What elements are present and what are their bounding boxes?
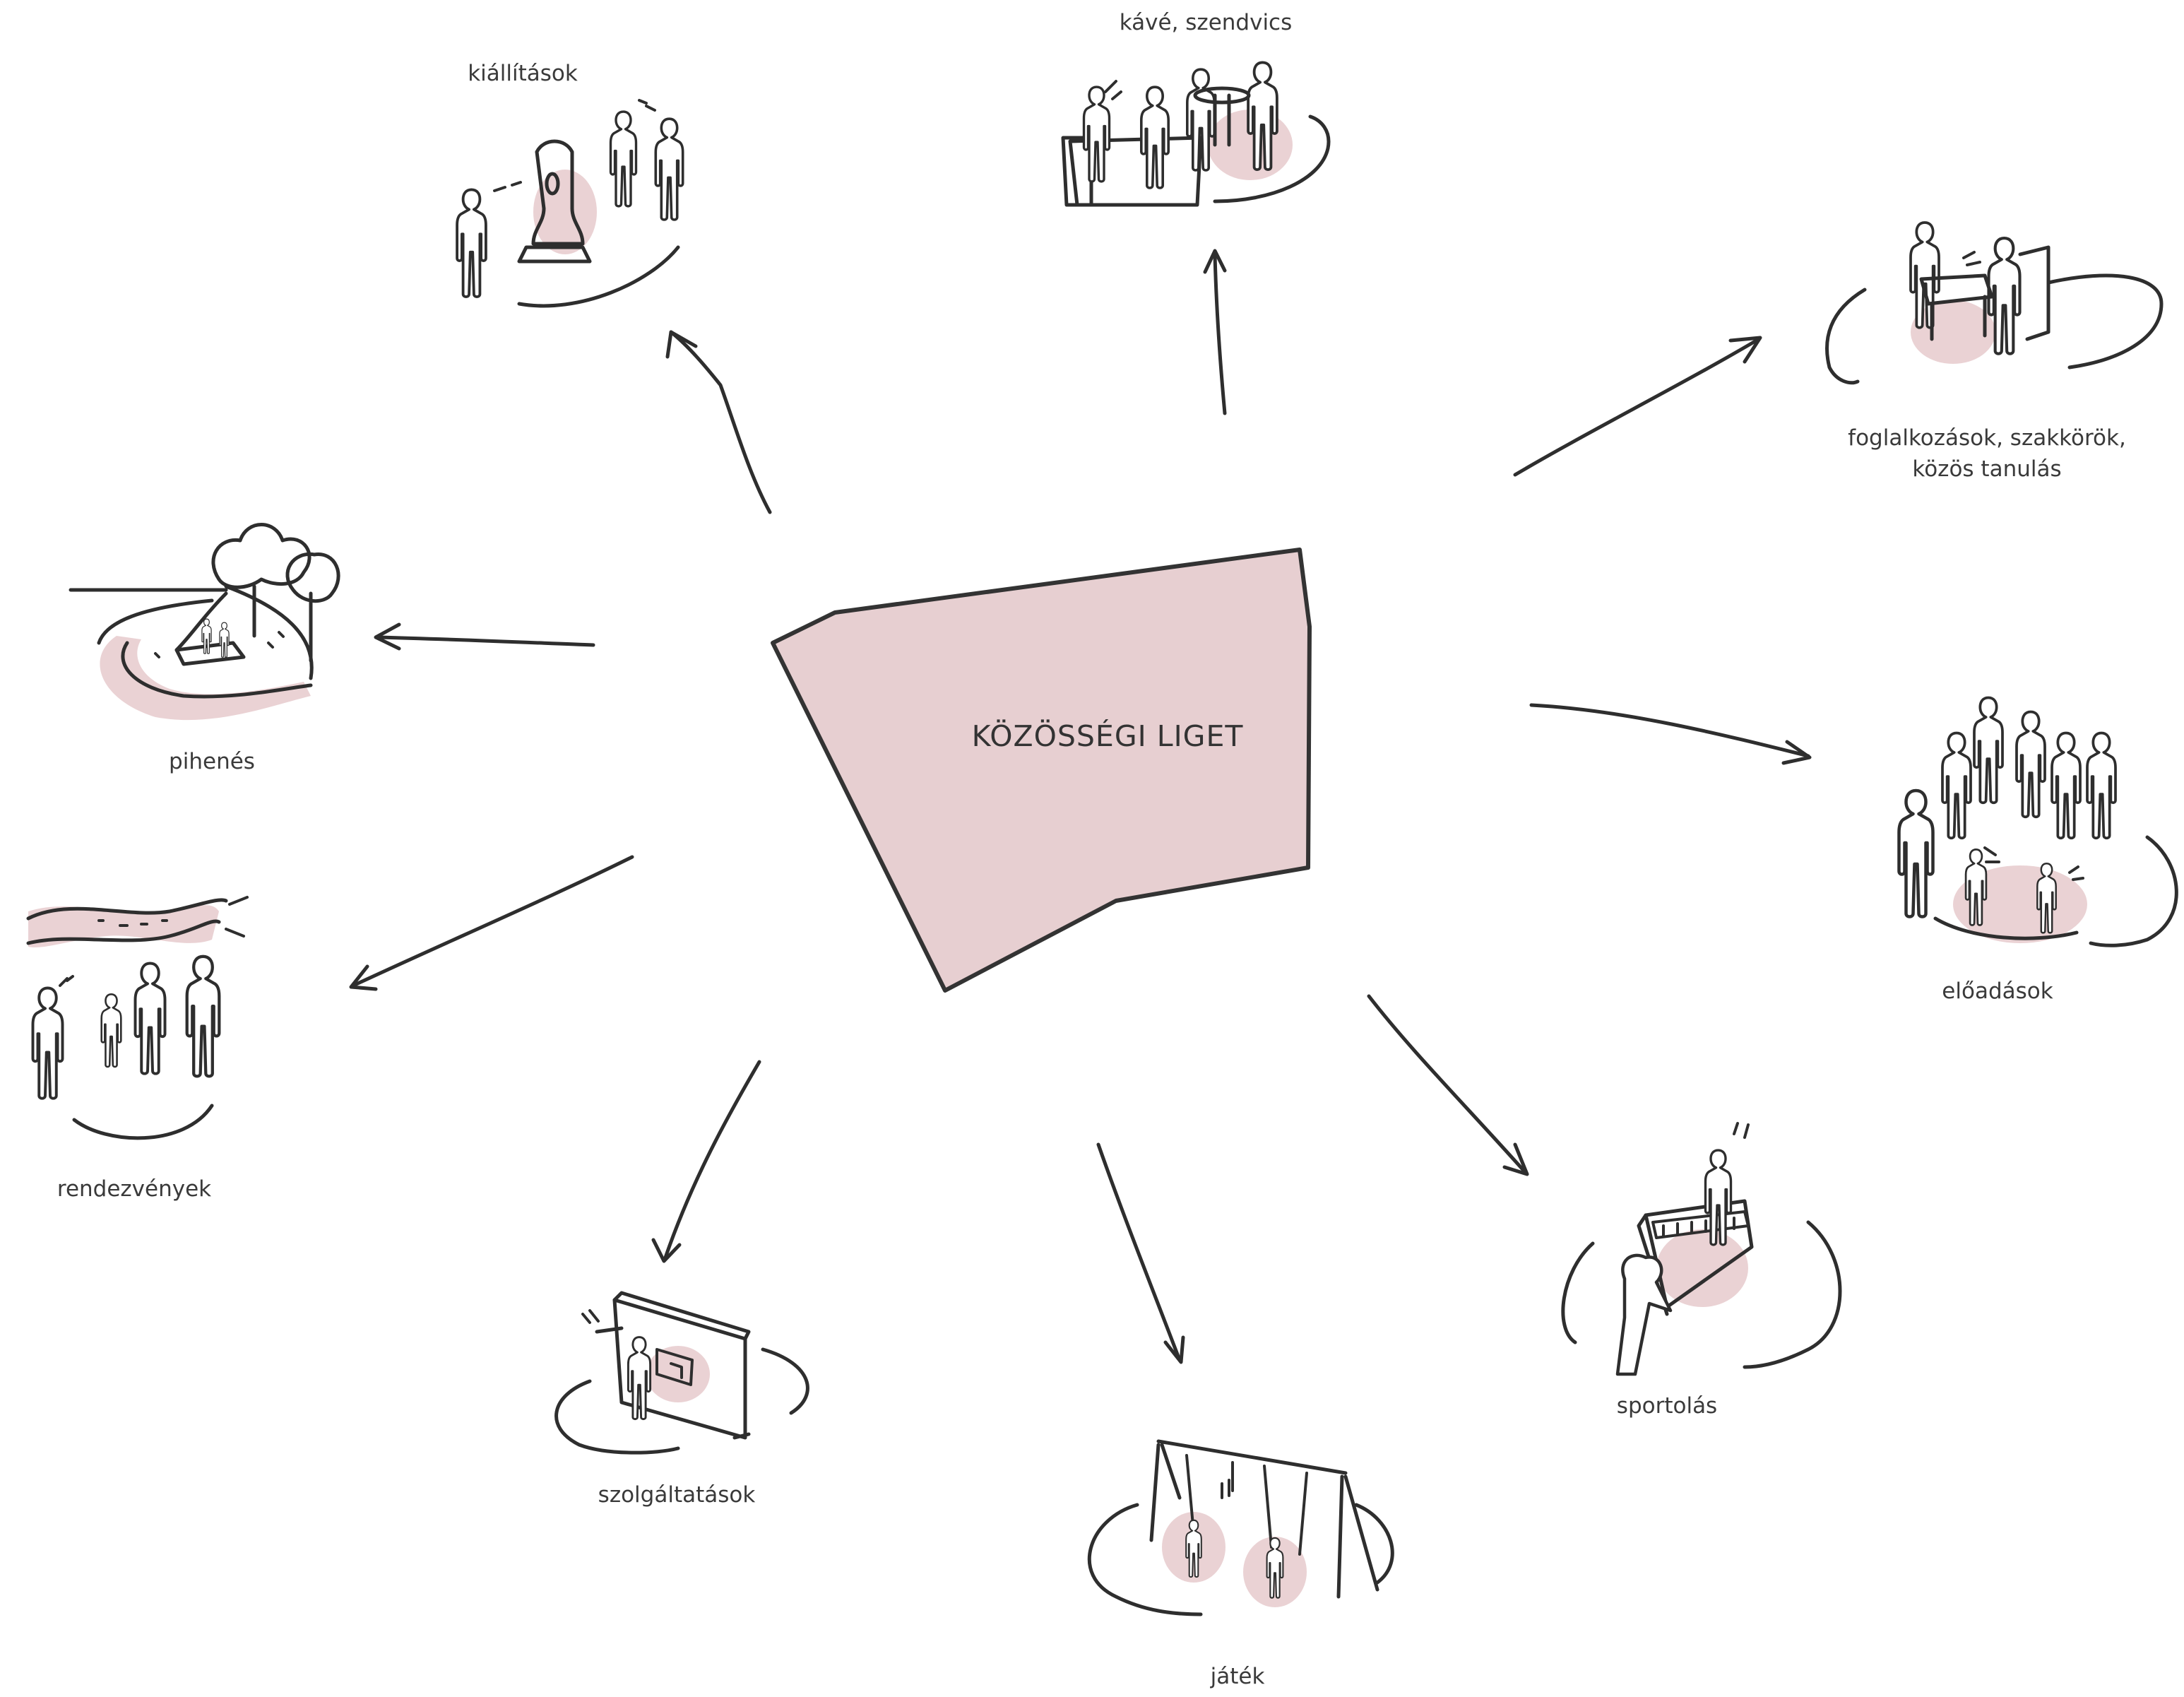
label-szolgaltatasok: szolgáltatások bbox=[598, 1482, 756, 1508]
sketch-kiallitasok bbox=[457, 100, 683, 306]
sketch-rendezvenyek bbox=[28, 897, 247, 1138]
label-foglalkozasok: foglalkozások, szakkörök, közös tanulás bbox=[1848, 422, 2126, 485]
sketch-eloadasok bbox=[1899, 698, 2177, 946]
center-title: KÖZÖSSÉGI LIGET bbox=[972, 719, 1244, 753]
label-rendezvenyek: rendezvények bbox=[57, 1176, 211, 1202]
arrow-foglalkozasok bbox=[1515, 339, 1759, 475]
arrow-szolgaltatasok bbox=[665, 1062, 759, 1258]
arrow-rendezvenyek bbox=[353, 857, 632, 986]
label-foglalkozasok-line2: közös tanulás bbox=[1848, 454, 2126, 485]
label-jatek: játék bbox=[1211, 1664, 1265, 1689]
arrow-kave bbox=[1215, 254, 1225, 413]
arrow-eloadasok bbox=[1531, 705, 1808, 756]
sketch-pihenes bbox=[71, 525, 338, 721]
sketch-foglalkozasok bbox=[1827, 223, 2161, 383]
label-kave-szendvics: kávé, szendvics bbox=[1120, 10, 1293, 35]
arrow-pihenes bbox=[378, 637, 593, 645]
label-kiallitasok: kiállítások bbox=[468, 61, 578, 86]
label-pihenes: pihenés bbox=[169, 749, 255, 774]
arrow-sportolas bbox=[1369, 996, 1526, 1173]
label-foglalkozasok-line1: foglalkozások, szakkörök, bbox=[1848, 422, 2126, 454]
sketch-kave bbox=[1063, 62, 1329, 205]
label-sportolas: sportolás bbox=[1617, 1393, 1717, 1419]
arrow-kiallitasok bbox=[671, 332, 770, 512]
sketch-szolgaltatasok bbox=[557, 1293, 808, 1453]
arrow-jatek bbox=[1098, 1145, 1180, 1360]
sketch-jatek bbox=[1089, 1441, 1392, 1614]
sketch-sportolas bbox=[1563, 1123, 1840, 1374]
center-shape bbox=[773, 550, 1310, 991]
label-eloadasok: előadások bbox=[1942, 978, 2053, 1004]
